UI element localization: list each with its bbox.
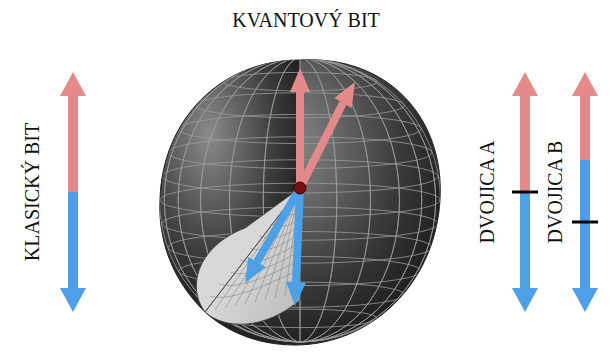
arrow-head bbox=[245, 257, 266, 283]
longitude-line bbox=[178, 58, 421, 342]
cut-line bbox=[215, 188, 300, 310]
arrow-head bbox=[572, 288, 598, 312]
arrow-head bbox=[60, 288, 86, 312]
divider-mark bbox=[512, 191, 538, 194]
arrow-head bbox=[334, 82, 355, 108]
center-dot bbox=[294, 182, 306, 194]
arrows bbox=[60, 68, 598, 312]
longitude-line bbox=[178, 58, 421, 342]
vertical-label: KLASICKÝ BIT bbox=[22, 123, 42, 261]
arrow-shaft bbox=[580, 94, 590, 160]
vertical-label: DVOJICA B bbox=[545, 141, 565, 244]
arrow-head bbox=[290, 68, 310, 92]
longitude-line bbox=[201, 58, 400, 342]
cut-line bbox=[295, 188, 300, 294]
longitude-line bbox=[164, 58, 435, 342]
arrow-shaft bbox=[296, 188, 300, 282]
arrow-shaft bbox=[580, 160, 590, 290]
longitude-line bbox=[201, 58, 400, 342]
divider-mark bbox=[572, 221, 598, 224]
arrow-head bbox=[572, 72, 598, 96]
longitude-line bbox=[164, 58, 435, 342]
arrow-shaft bbox=[68, 192, 78, 290]
title: KVANTOVÝ BIT bbox=[232, 10, 380, 30]
arrow-shaft bbox=[520, 94, 530, 192]
arrow-shaft bbox=[296, 92, 304, 188]
arrow-head bbox=[60, 72, 86, 96]
arrow-head bbox=[286, 282, 306, 306]
longitude-line bbox=[160, 58, 441, 342]
bloch-sphere bbox=[160, 58, 441, 345]
arrow-shaft bbox=[257, 188, 300, 262]
cut-line bbox=[225, 188, 300, 308]
arrow-head bbox=[512, 288, 538, 312]
arrow-shaft bbox=[68, 94, 78, 192]
vertical-label: DVOJICA A bbox=[477, 141, 497, 244]
arrow-head bbox=[512, 72, 538, 96]
arrow-shaft bbox=[300, 103, 343, 188]
arrow-shaft bbox=[520, 192, 530, 290]
